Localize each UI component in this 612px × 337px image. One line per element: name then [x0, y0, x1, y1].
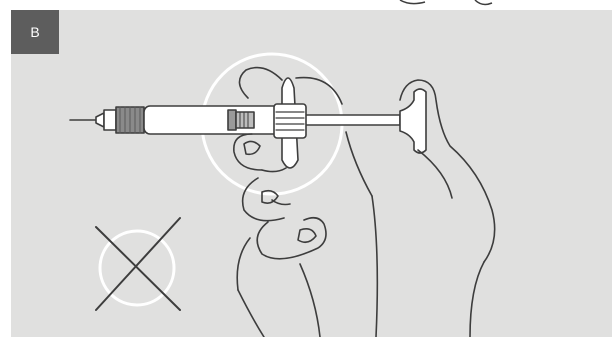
prohibited-cross-icon — [96, 218, 180, 310]
